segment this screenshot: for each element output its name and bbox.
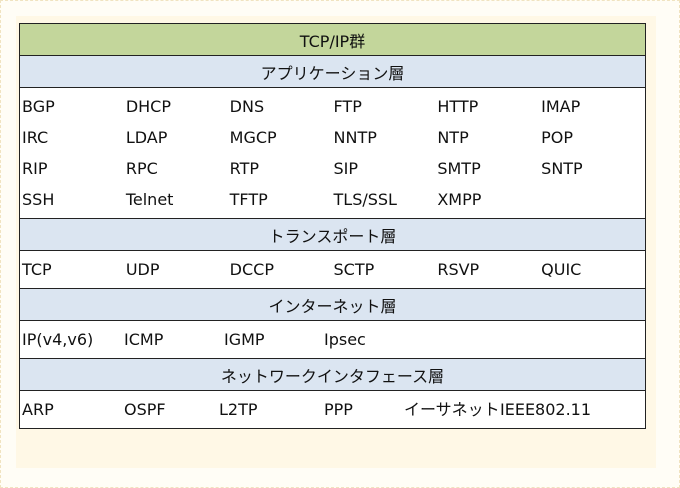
protocol-item: FTP <box>333 97 362 116</box>
protocol-item: TFTP <box>229 190 268 209</box>
protocol-item <box>541 184 645 215</box>
layer-name: ネットワークインタフェース層 <box>19 358 646 391</box>
protocol-item: SIP <box>333 159 359 178</box>
protocol-item: DHCP <box>125 97 171 116</box>
protocol-grid: ARP OSPF L2TP PPP イーサネット IEEE802.11 <box>20 391 645 428</box>
protocol-item: SMTP <box>437 159 481 178</box>
protocol-item: TCP <box>22 260 52 279</box>
protocol-item: RPC <box>125 159 158 178</box>
protocol-item: DCCP <box>229 260 274 279</box>
protocol-row-transport: TCP UDP DCCP SCTP RSVP QUIC <box>19 250 646 289</box>
protocol-item: QUIC <box>541 260 582 279</box>
protocol-item: Ipsec <box>324 330 366 349</box>
layer-header-application: アプリケーション層 <box>19 55 646 88</box>
protocol-item: IRC <box>22 128 49 147</box>
protocol-item: L2TP <box>219 400 258 419</box>
protocol-item: RSVP <box>437 260 480 279</box>
tcpip-table: TCP/IP群 アプリケーション層 BGP DHCP DNS FTP HTTP … <box>19 23 646 429</box>
protocol-item: HTTP <box>437 97 479 116</box>
protocol-item: TLS/SSL <box>333 190 397 209</box>
protocol-item: SSH <box>22 190 55 209</box>
protocol-item: RIP <box>22 159 48 178</box>
protocol-item: OSPF <box>124 400 166 419</box>
protocol-item: Telnet <box>125 190 174 209</box>
protocol-item: LDAP <box>125 128 168 147</box>
protocol-item: UDP <box>125 260 160 279</box>
protocol-item: XMPP <box>437 190 482 209</box>
protocol-row-internet: IP(v4,v6) ICMP IGMP Ipsec <box>19 320 646 359</box>
protocol-item: MGCP <box>229 128 277 147</box>
protocol-item: イーサネット <box>404 400 500 419</box>
protocol-item: ARP <box>22 400 54 419</box>
table-title: TCP/IP群 <box>19 23 646 56</box>
protocol-item: ICMP <box>124 330 164 349</box>
protocol-item <box>431 324 538 355</box>
protocol-grid: TCP UDP DCCP SCTP RSVP QUIC <box>20 251 645 288</box>
protocol-item <box>538 324 645 355</box>
protocol-row-network-interface: ARP OSPF L2TP PPP イーサネット IEEE802.11 <box>19 390 646 429</box>
protocol-item: IP(v4,v6) <box>22 330 94 349</box>
layer-header-network-interface: ネットワークインタフェース層 <box>19 358 646 391</box>
protocol-item: DNS <box>229 97 265 116</box>
protocol-item: IGMP <box>224 330 265 349</box>
title-row: TCP/IP群 <box>19 23 646 56</box>
protocol-grid: BGP DHCP DNS FTP HTTP IMAP IRC LDAP MGCP… <box>20 88 645 218</box>
protocol-item: RTP <box>229 159 260 178</box>
protocol-grid: IP(v4,v6) ICMP IGMP Ipsec <box>20 321 645 358</box>
layer-header-internet: インターネット層 <box>19 288 646 321</box>
protocol-item: SNTP <box>541 159 583 178</box>
protocol-item: BGP <box>22 97 55 116</box>
protocol-item: NNTP <box>333 128 377 147</box>
layer-name: トランスポート層 <box>19 218 646 251</box>
protocol-item: NTP <box>437 128 469 147</box>
protocol-row-application: BGP DHCP DNS FTP HTTP IMAP IRC LDAP MGCP… <box>19 87 646 219</box>
protocol-item: PPP <box>324 400 353 419</box>
layer-name: アプリケーション層 <box>19 55 646 88</box>
layer-name: インターネット層 <box>19 288 646 321</box>
protocol-item: IMAP <box>541 97 581 116</box>
protocol-item: IEEE802.11 <box>500 400 592 419</box>
protocol-item: SCTP <box>333 260 375 279</box>
protocol-item: POP <box>541 128 574 147</box>
layer-header-transport: トランスポート層 <box>19 218 646 251</box>
